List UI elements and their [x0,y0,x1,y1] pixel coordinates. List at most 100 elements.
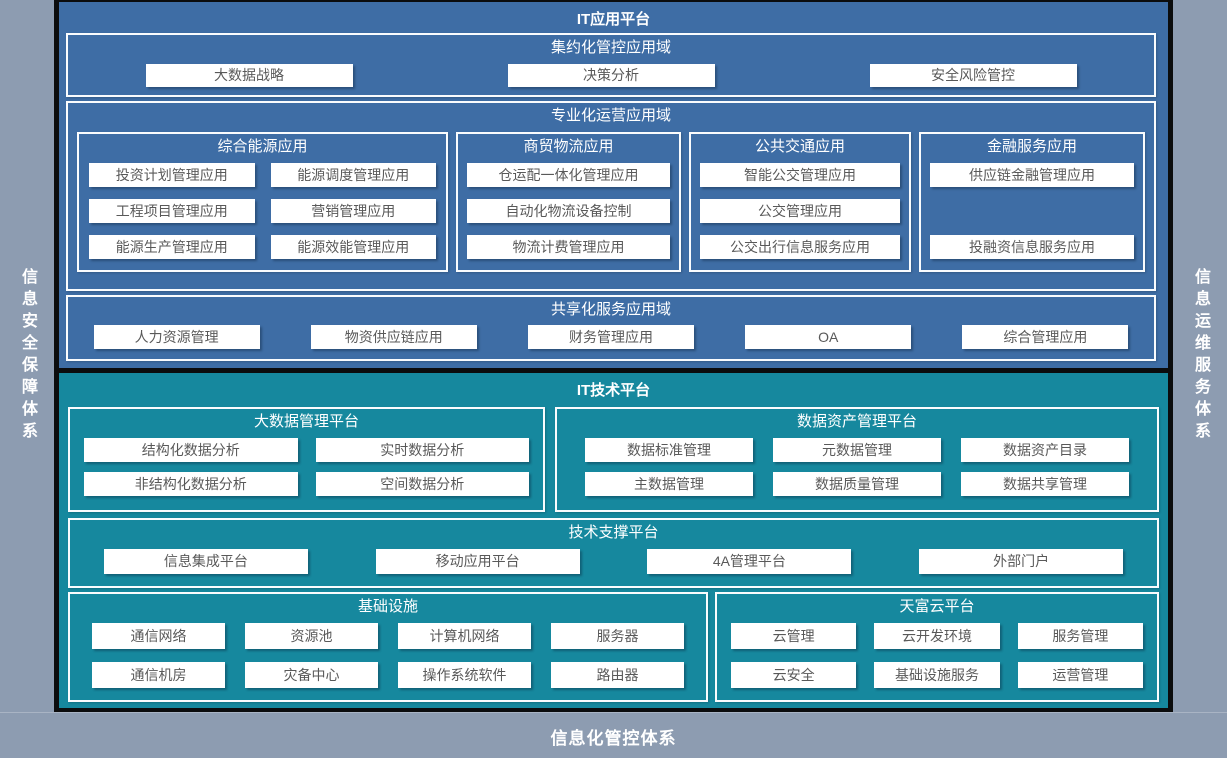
group-grid: 仓运配一体化管理应用 自动化物流设备控制 物流计费管理应用 [458,155,679,259]
col: 物资供应链应用 [285,325,502,349]
diagram-box: 空间数据分析 [315,472,529,496]
diagram-box: 通信机房 [92,662,225,688]
diagram-box: 能源效能管理应用 [270,235,436,259]
diagram-box: 非结构化数据分析 [84,472,298,496]
app-platform-title: IT应用平台 [576,11,651,28]
data-asset-management-platform: 数据资产管理平台 数据标准管理 元数据管理 数据资产目录 主数据管理 数据质量管… [555,407,1159,512]
diagram-box: 资源池 [245,623,378,649]
tech-support-platform: 技术支撑平台 信息集成平台 移动应用平台 4A管理平台 外部门户 [68,518,1159,588]
diagram-box: 决策分析 [507,64,715,87]
group-title: 公共交通应用 [754,138,845,155]
professional-domain-title: 专业化运营应用域 [550,107,671,124]
diagram-box: 自动化物流设备控制 [467,199,670,223]
shared-domain-title: 共享化服务应用域 [550,301,671,318]
group-title: 商贸物流应用 [523,138,614,155]
diagram-box: 综合管理应用 [962,325,1129,349]
diagram-box: 实时数据分析 [315,438,529,462]
group-title: 技术支撑平台 [568,524,659,541]
col: 财务管理应用 [502,325,719,349]
financial-service-group: 金融服务应用 供应链金融管理应用 投融资信息服务应用 [919,132,1145,272]
group-grid: 云管理 云开发环境 服务管理 云安全 基础设施服务 运营管理 [717,615,1157,688]
public-transport-group: 公共交通应用 智能公交管理应用 公交管理应用 公交出行信息服务应用 [689,132,911,272]
diagram-box: 灾备中心 [245,662,378,688]
diagram-box: 安全风险管控 [869,64,1077,87]
shared-items-row: 人力资源管理 物资供应链应用 财务管理应用 OA 综合管理应用 [68,325,1154,349]
diagram-box: 操作系统软件 [398,662,531,688]
infrastructure-group: 基础设施 通信网络 资源池 计算机网络 服务器 通信机房 灾备中心 操作系统软件… [68,592,708,702]
col: 综合管理应用 [937,325,1154,349]
diagram-box: 仓运配一体化管理应用 [467,163,670,187]
bottom-governance-band: 信息化管控体系 [0,712,1227,758]
energy-application-group: 综合能源应用 投资计划管理应用 能源调度管理应用 工程项目管理应用 营销管理应用… [77,132,448,272]
diagram-box: 工程项目管理应用 [89,199,255,223]
diagram-box: 计算机网络 [398,623,531,649]
group-grid: 智能公交管理应用 公交管理应用 公交出行信息服务应用 [691,155,909,259]
diagram-box: 数据质量管理 [773,472,941,496]
col: 大数据战略 [68,64,430,87]
col: 人力资源管理 [68,325,285,349]
diagram-box: 数据标准管理 [585,438,753,462]
col: 移动应用平台 [342,549,614,574]
intensive-domain-title: 集约化管控应用域 [550,39,671,56]
bigdata-management-platform: 大数据管理平台 结构化数据分析 实时数据分析 非结构化数据分析 空间数据分析 [68,407,545,512]
col: 信息集成平台 [70,549,342,574]
professional-operation-domain: 专业化运营应用域 综合能源应用 投资计划管理应用 能源调度管理应用 工程项目管理… [66,101,1156,291]
group-title: 天富云平台 [899,598,975,615]
diagram-box: 主数据管理 [585,472,753,496]
diagram-box: 大数据战略 [145,64,353,87]
diagram-box: 投资计划管理应用 [89,163,255,187]
diagram-box: OA [745,325,912,349]
tech-row-infrastructure: 基础设施 通信网络 资源池 计算机网络 服务器 通信机房 灾备中心 操作系统软件… [68,592,1159,702]
diagram-box: 物资供应链应用 [310,325,477,349]
group-title: 金融服务应用 [986,138,1077,155]
app-platform-panel: IT应用平台 集约化管控应用域 大数据战略 决策分析 安全风险管控 专业化运营应… [59,2,1168,368]
diagram-box: 物流计费管理应用 [467,235,670,259]
col: 外部门户 [885,549,1157,574]
group-grid: 通信网络 资源池 计算机网络 服务器 通信机房 灾备中心 操作系统软件 路由器 [70,615,706,688]
tech-platform-panel: IT技术平台 大数据管理平台 结构化数据分析 实时数据分析 非结构化数据分析 空… [59,373,1168,708]
col: OA [720,325,937,349]
professional-groups-row: 综合能源应用 投资计划管理应用 能源调度管理应用 工程项目管理应用 营销管理应用… [68,132,1154,272]
group-title: 综合能源应用 [217,138,308,155]
group-title: 基础设施 [357,598,418,615]
diagram-box: 供应链金融管理应用 [930,163,1134,187]
diagram-box: 数据资产目录 [961,438,1129,462]
group-title: 大数据管理平台 [253,413,359,430]
left-band-label: 信息安全保障体系 [19,268,36,444]
group-grid: 投资计划管理应用 能源调度管理应用 工程项目管理应用 营销管理应用 能源生产管理… [79,155,446,259]
diagram-box: 智能公交管理应用 [700,163,900,187]
bottom-band-label: 信息化管控体系 [550,728,677,748]
diagram-box: 基础设施服务 [874,662,1000,688]
tianfu-cloud-platform: 天富云平台 云管理 云开发环境 服务管理 云安全 基础设施服务 运营管理 [715,592,1159,702]
group-grid: 数据标准管理 元数据管理 数据资产目录 主数据管理 数据质量管理 数据共享管理 [557,430,1157,496]
diagram-box: 数据共享管理 [961,472,1129,496]
support-items-row: 信息集成平台 移动应用平台 4A管理平台 外部门户 [70,549,1157,574]
diagram-box: 4A管理平台 [647,549,852,574]
group-title: 数据资产管理平台 [796,413,917,430]
intensive-items-row: 大数据战略 决策分析 安全风险管控 [68,64,1154,87]
diagram-box: 移动应用平台 [375,549,580,574]
intensive-control-domain: 集约化管控应用域 大数据战略 决策分析 安全风险管控 [66,33,1156,97]
diagram-box: 结构化数据分析 [84,438,298,462]
group-grid: 供应链金融管理应用 投融资信息服务应用 [921,155,1143,259]
content-frame: IT应用平台 集约化管控应用域 大数据战略 决策分析 安全风险管控 专业化运营应… [54,0,1173,712]
diagram-box: 财务管理应用 [528,325,694,349]
diagram-box: 通信网络 [92,623,225,649]
diagram-box: 人力资源管理 [93,325,260,349]
diagram-box: 能源生产管理应用 [89,235,255,259]
col: 决策分析 [430,64,792,87]
left-security-system-band: 信息安全保障体系 [0,0,54,712]
diagram-box: 云开发环境 [874,623,1000,649]
tech-platform-title: IT技术平台 [576,382,651,399]
shared-service-domain: 共享化服务应用域 人力资源管理 物资供应链应用 财务管理应用 OA 综合管理应用 [66,295,1156,361]
diagram-box: 服务器 [551,623,684,649]
tech-row-data: 大数据管理平台 结构化数据分析 实时数据分析 非结构化数据分析 空间数据分析 数… [68,407,1159,512]
right-operations-system-band: 信息运维服务体系 [1173,0,1227,712]
diagram-box: 公交管理应用 [700,199,900,223]
diagram-box: 云管理 [731,623,857,649]
diagram-box: 外部门户 [919,549,1124,574]
col: 安全风险管控 [792,64,1154,87]
diagram-box: 公交出行信息服务应用 [700,235,900,259]
diagram-box: 云安全 [731,662,857,688]
